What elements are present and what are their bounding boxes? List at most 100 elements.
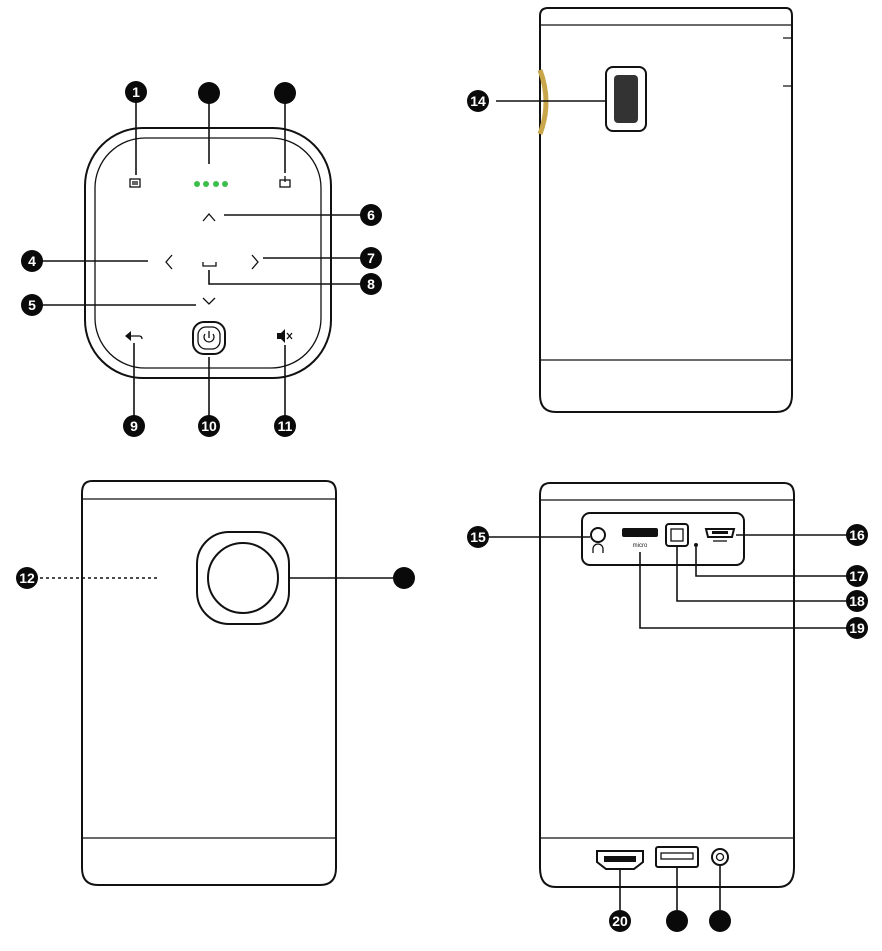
callout-marker: 18 bbox=[846, 590, 868, 612]
callout-dot bbox=[666, 910, 688, 932]
callout-marker: 10 bbox=[198, 415, 220, 437]
callout-number: 14 bbox=[470, 93, 486, 109]
callout-dot bbox=[360, 204, 382, 226]
callout-dot bbox=[467, 90, 489, 112]
callout-number: 4 bbox=[28, 253, 36, 269]
audio-jack[interactable] bbox=[590, 527, 606, 553]
callout-marker bbox=[666, 910, 688, 932]
callout-dot bbox=[360, 273, 382, 295]
mute-icon[interactable] bbox=[277, 329, 293, 343]
right-arrow-icon[interactable] bbox=[251, 254, 259, 270]
callout-dot bbox=[198, 415, 220, 437]
callout-marker: 17 bbox=[846, 565, 868, 587]
dc-in-port[interactable] bbox=[711, 848, 729, 866]
callout-dot bbox=[846, 565, 868, 587]
lens bbox=[207, 542, 279, 614]
status-led bbox=[694, 543, 698, 547]
dc-power-port[interactable] bbox=[704, 528, 736, 542]
callout-dot bbox=[393, 567, 415, 589]
enter-icon[interactable] bbox=[202, 262, 217, 267]
callout-marker: 12 bbox=[16, 567, 38, 589]
callout-dot bbox=[846, 617, 868, 639]
callout-marker: 5 bbox=[21, 294, 43, 316]
callout-marker: 6 bbox=[360, 204, 382, 226]
top-control-panel bbox=[42, 100, 361, 416]
down-arrow-icon[interactable] bbox=[202, 297, 216, 305]
led-dot bbox=[194, 181, 200, 187]
callout-number: 19 bbox=[849, 620, 865, 636]
callout-marker: 11 bbox=[274, 415, 296, 437]
callout-number: 12 bbox=[19, 570, 35, 586]
port-panel bbox=[581, 512, 745, 566]
micro-sd-slot[interactable]: micro bbox=[622, 528, 658, 549]
callout-marker: 19 bbox=[846, 617, 868, 639]
led-dot bbox=[203, 181, 209, 187]
led-dot bbox=[213, 181, 219, 187]
callout-marker bbox=[709, 910, 731, 932]
front-view bbox=[40, 480, 396, 886]
callout-marker: 9 bbox=[123, 415, 145, 437]
callout-number: 9 bbox=[130, 418, 138, 434]
callout-number: 6 bbox=[367, 207, 375, 223]
sd-slot-label: micro bbox=[633, 543, 648, 549]
callout-number: 1 bbox=[132, 84, 140, 100]
callout-marker: 1 bbox=[125, 81, 147, 103]
power-button[interactable] bbox=[192, 321, 226, 355]
callout-marker bbox=[393, 567, 415, 589]
callout-number: 11 bbox=[278, 418, 293, 434]
speaker-mesh bbox=[614, 75, 638, 123]
callout-dot bbox=[709, 910, 731, 932]
focus-slider[interactable] bbox=[537, 69, 549, 135]
panel-inner-face bbox=[94, 137, 322, 369]
return-icon[interactable] bbox=[125, 331, 143, 341]
callout-dot bbox=[360, 247, 382, 269]
callout-marker bbox=[274, 82, 296, 104]
callout-dot bbox=[21, 294, 43, 316]
callout-dot bbox=[125, 81, 147, 103]
callout-marker: 7 bbox=[360, 247, 382, 269]
hdmi-port[interactable] bbox=[596, 850, 644, 870]
callout-number: 10 bbox=[201, 418, 217, 434]
headphone-icon bbox=[592, 543, 604, 553]
callout-marker bbox=[198, 82, 220, 104]
usb-port[interactable] bbox=[655, 846, 699, 868]
callout-dot bbox=[274, 415, 296, 437]
panel-outer-rim bbox=[84, 127, 332, 379]
side-body-outline bbox=[539, 7, 793, 413]
callout-dot bbox=[274, 82, 296, 104]
menu-icon bbox=[129, 178, 141, 188]
callout-marker: 8 bbox=[360, 273, 382, 295]
callout-dot bbox=[467, 526, 489, 548]
led-dot bbox=[222, 181, 228, 187]
led-indicator bbox=[194, 181, 228, 187]
callout-dot bbox=[16, 567, 38, 589]
callout-dot bbox=[123, 415, 145, 437]
power-icon bbox=[203, 333, 215, 343]
callout-dot bbox=[21, 250, 43, 272]
left-arrow-icon[interactable] bbox=[165, 254, 173, 270]
callout-marker: 4 bbox=[21, 250, 43, 272]
callout-dot bbox=[846, 524, 868, 546]
back-view: micro bbox=[488, 482, 847, 910]
ir-receiver bbox=[665, 523, 689, 547]
callout-marker: 15 bbox=[467, 526, 489, 548]
up-arrow-icon[interactable] bbox=[202, 213, 216, 222]
side-vent bbox=[783, 37, 793, 87]
callout-marker: 14 bbox=[467, 90, 489, 112]
callout-number: 16 bbox=[849, 527, 865, 543]
callout-dot bbox=[198, 82, 220, 104]
callout-number: 17 bbox=[849, 568, 865, 584]
callout-number: 15 bbox=[470, 529, 486, 545]
side-view bbox=[496, 7, 793, 413]
back-body-outline bbox=[539, 482, 795, 888]
callout-number: 7 bbox=[367, 250, 375, 266]
callout-marker: 16 bbox=[846, 524, 868, 546]
callout-dot bbox=[846, 590, 868, 612]
callout-number: 5 bbox=[28, 297, 36, 313]
source-icon bbox=[279, 176, 291, 188]
callout-number: 20 bbox=[612, 913, 628, 929]
callout-marker: 20 bbox=[609, 910, 631, 932]
callout-number: 18 bbox=[849, 593, 865, 609]
